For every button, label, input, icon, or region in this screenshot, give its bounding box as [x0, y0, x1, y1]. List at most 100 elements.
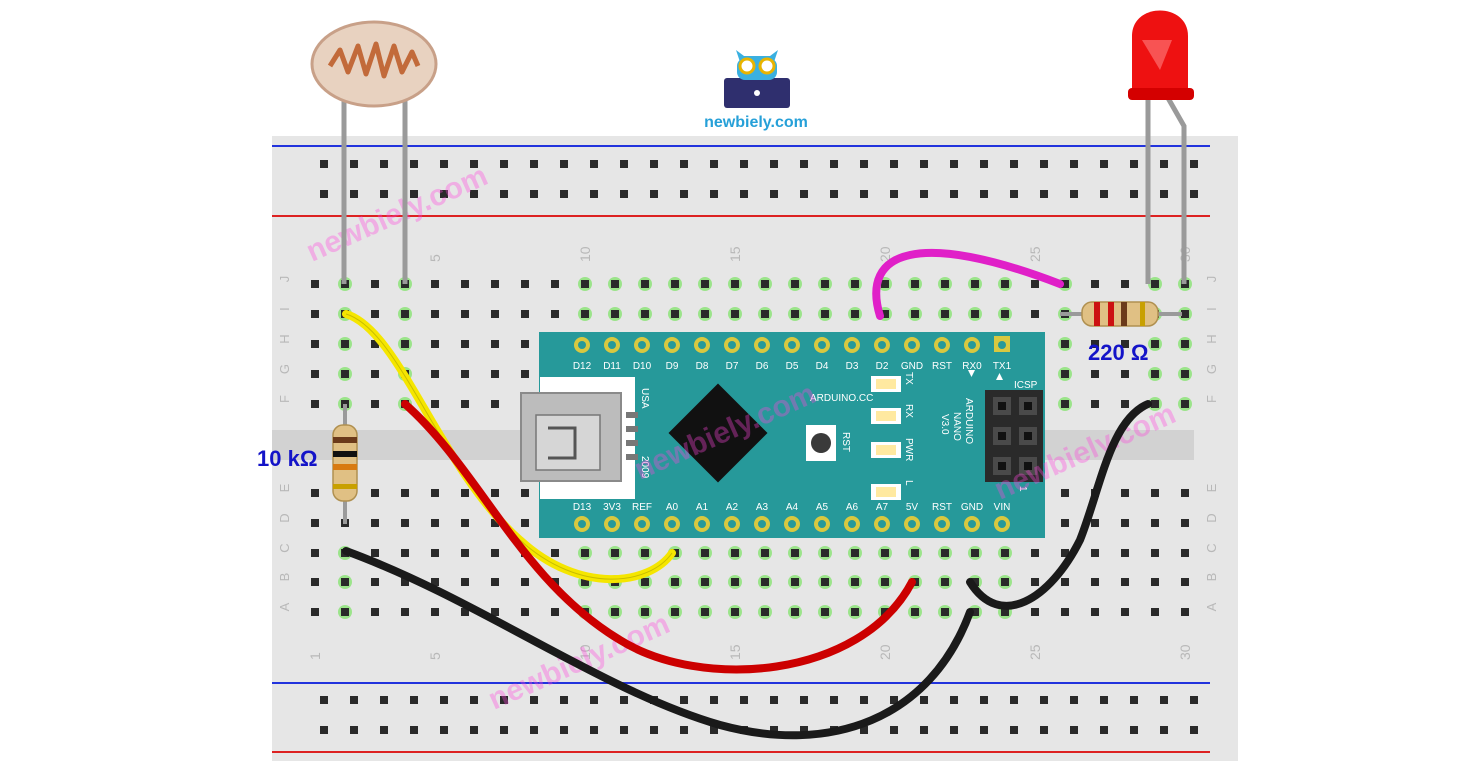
pin-hole — [728, 341, 736, 349]
breadboard-hole — [881, 578, 889, 586]
row-letter-right: F — [1204, 395, 1219, 403]
rail-hole — [1070, 696, 1078, 704]
tx-arrow-icon — [996, 373, 1003, 380]
row-letter-left: I — [277, 307, 292, 311]
breadboard-hole — [731, 310, 739, 318]
rail-hole — [650, 160, 658, 168]
breadboard-hole — [1091, 280, 1099, 288]
breadboard-hole — [641, 608, 649, 616]
breadboard-hole — [941, 310, 949, 318]
red-led — [1128, 10, 1194, 284]
breadboard-hole — [791, 280, 799, 288]
rail-hole — [350, 696, 358, 704]
ldr-body — [310, 20, 438, 108]
rail-hole — [1100, 726, 1108, 734]
breadboard-hole — [521, 280, 529, 288]
pin-hole — [848, 341, 856, 349]
breadboard-hole — [1151, 519, 1159, 527]
column-number-top: 5 — [427, 254, 443, 262]
breadboard-hole — [371, 340, 379, 348]
breadboard-hole — [311, 549, 319, 557]
reset-button — [811, 433, 831, 453]
resistor-band-red — [1094, 302, 1100, 326]
breadboard-hole — [1061, 578, 1069, 586]
breadboard-hole — [401, 340, 409, 348]
rail-hole — [800, 160, 808, 168]
rail-hole — [1070, 160, 1078, 168]
rail-hole — [980, 160, 988, 168]
breadboard-hole — [1001, 578, 1009, 586]
photoresistor — [310, 20, 438, 284]
row-letter-left: B — [277, 573, 292, 582]
breadboard-hole — [431, 400, 439, 408]
row-letter-left: A — [277, 602, 292, 611]
breadboard-hole — [671, 310, 679, 318]
column-number-top: 10 — [577, 246, 593, 262]
breadboard-hole — [1181, 578, 1189, 586]
breadboard-hole — [521, 370, 529, 378]
breadboard-hole — [851, 549, 859, 557]
breadboard-hole — [521, 310, 529, 318]
breadboard-hole — [641, 578, 649, 586]
breadboard-hole — [311, 340, 319, 348]
pin-hole — [938, 520, 946, 528]
breadboard-hole — [461, 340, 469, 348]
rail-hole — [890, 160, 898, 168]
microcontroller-chip — [668, 383, 768, 483]
breadboard-hole — [1181, 400, 1189, 408]
row-letter-right: B — [1204, 573, 1219, 582]
rail-hole — [530, 726, 538, 734]
logo-laptop-dot — [754, 90, 760, 96]
row-letter-right: A — [1204, 602, 1219, 611]
row-letter-left: H — [277, 334, 292, 343]
breadboard-hole — [911, 280, 919, 288]
pin-hole — [968, 520, 976, 528]
breadboard-hole — [461, 370, 469, 378]
breadboard-hole — [851, 280, 859, 288]
rail-hole — [470, 160, 478, 168]
rail-hole — [500, 696, 508, 704]
breadboard-hole — [851, 608, 859, 616]
rail-hole — [320, 160, 328, 168]
rail-hole — [380, 696, 388, 704]
breadboard-hole — [341, 340, 349, 348]
rail-hole — [560, 160, 568, 168]
pin-label-top: D10 — [633, 361, 652, 372]
pin-hole — [668, 520, 676, 528]
breadboard-hole — [1061, 608, 1069, 616]
rail-hole — [1070, 190, 1078, 198]
breadboard-hole — [311, 370, 319, 378]
rail-hole — [680, 696, 688, 704]
silk-icsp: ICSP — [1014, 380, 1038, 391]
breadboard-hole — [701, 608, 709, 616]
rail-hole — [1160, 696, 1168, 704]
silk-year: 2009 — [639, 456, 650, 479]
rail-hole — [1130, 696, 1138, 704]
usb-port-tongue — [548, 426, 577, 460]
breadboard-hole — [311, 608, 319, 616]
breadboard-hole — [551, 549, 559, 557]
breadboard-hole — [671, 280, 679, 288]
breadboard-hole — [371, 280, 379, 288]
pin-label-bottom: A0 — [666, 502, 679, 513]
rail-hole — [770, 726, 778, 734]
board-led-label: TX — [903, 372, 914, 385]
pin-hole — [758, 341, 766, 349]
breadboard-hole — [491, 400, 499, 408]
breadboard-hole — [701, 578, 709, 586]
column-number-top: 15 — [727, 246, 743, 262]
rail-hole — [1160, 160, 1168, 168]
rail-hole — [950, 190, 958, 198]
usb-pin — [626, 426, 638, 432]
usb-pin — [626, 412, 638, 418]
rail-hole — [890, 190, 898, 198]
silk-name-nano: NANO — [951, 412, 962, 441]
rail-hole — [650, 726, 658, 734]
resistor-band-brown — [1121, 302, 1127, 326]
wire-magenta — [872, 248, 1064, 320]
rail-hole — [1040, 160, 1048, 168]
breadboard-hole — [491, 280, 499, 288]
rail-hole — [980, 696, 988, 704]
